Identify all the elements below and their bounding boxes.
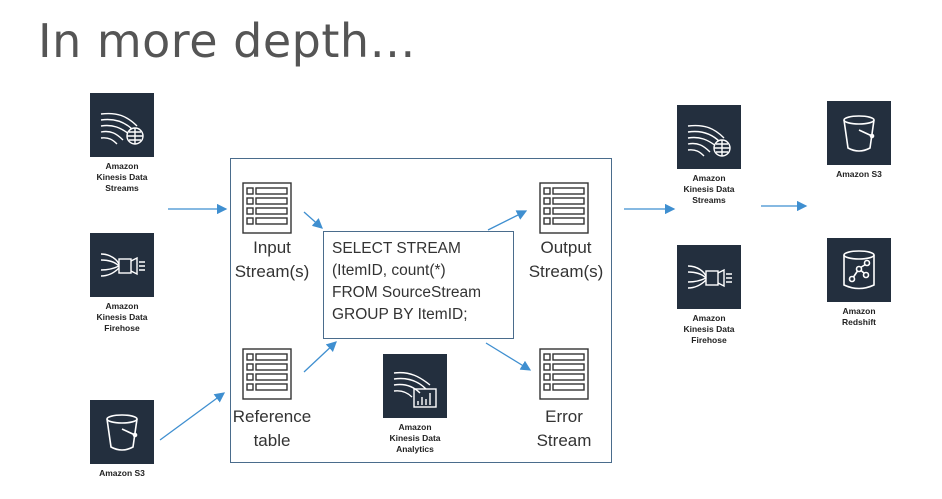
sink-caption-line: Amazon S3 [836, 169, 882, 179]
amazon-s3-icon [827, 101, 891, 165]
amazon-redshift-icon [827, 238, 891, 302]
kinesis-data-firehose-icon [677, 245, 741, 309]
destination-kinesis-firehose: Amazon Kinesis Data Firehose [659, 245, 759, 346]
output-stream-label: Output Stream(s) [516, 236, 616, 284]
sink-amazon-redshift: Amazon Redshift [809, 238, 909, 328]
source-kinesis-firehose: Amazon Kinesis Data Firehose [72, 233, 172, 334]
destination-caption-line: Amazon [692, 313, 726, 323]
reference-table-label-line: table [253, 431, 291, 450]
arrow-reference-to-sql [303, 341, 337, 373]
amazon-s3-icon [90, 400, 154, 464]
arrow-s3-to-reference [159, 392, 226, 441]
source-caption-line: Amazon [105, 161, 139, 171]
output-stream-label-line: Output [540, 238, 592, 257]
error-stream-label-line: Stream [536, 431, 592, 450]
sql-line: (ItemID, count(*) [332, 262, 446, 279]
input-stream-label: Input Stream(s) [222, 236, 322, 284]
kinesis-data-streams-icon [90, 93, 154, 157]
sink-amazon-s3: Amazon S3 [809, 101, 909, 180]
destination-caption-line: Streams [692, 195, 726, 205]
arrow-input-to-sql [303, 211, 323, 229]
input-stream-label-line: Stream(s) [234, 262, 310, 281]
sql-line: FROM SourceStream [332, 284, 482, 301]
source-caption-line: Amazon S3 [99, 468, 145, 478]
analytics-caption-line: Analytics [396, 444, 434, 454]
source-caption-line: Kinesis Data [96, 172, 148, 182]
kinesis-data-analytics: Amazon Kinesis Data Analytics [365, 354, 465, 455]
destination-caption-line: Kinesis Data [683, 324, 735, 334]
reference-table-label: Reference table [222, 405, 322, 453]
error-stream-label-line: Error [545, 407, 583, 426]
source-kinesis-streams: Amazon Kinesis Data Streams [72, 93, 172, 194]
destination-caption-line: Amazon [692, 173, 726, 183]
destination-caption-line: Firehose [691, 335, 727, 345]
input-stream-label-line: Input [253, 238, 291, 257]
error-stream-table-icon [539, 348, 589, 405]
kinesis-data-streams-icon [677, 105, 741, 169]
source-caption-line: Kinesis Data [96, 312, 148, 322]
page-title: In more depth… [38, 14, 417, 68]
source-amazon-s3: Amazon S3 [72, 400, 172, 479]
sql-line: SELECT STREAM [332, 240, 461, 257]
arrow-sql-to-output [487, 210, 528, 231]
reference-table-label-line: Reference [232, 407, 312, 426]
sql-query-box: SELECT STREAM (ItemID, count(*) FROM Sou… [323, 231, 514, 339]
input-stream-table-icon [242, 182, 292, 239]
arrow-sql-to-error [485, 342, 532, 371]
source-caption-line: Firehose [104, 323, 140, 333]
output-stream-table-icon [539, 182, 589, 239]
analytics-application-frame [230, 158, 612, 463]
sink-caption-line: Amazon [842, 306, 876, 316]
sql-line: GROUP BY ItemID; [332, 306, 468, 323]
output-stream-label-line: Stream(s) [528, 262, 604, 281]
source-caption-line: Amazon [105, 301, 139, 311]
kinesis-data-analytics-icon [383, 354, 447, 418]
reference-table-icon [242, 348, 292, 405]
sink-caption-line: Redshift [842, 317, 876, 327]
kinesis-data-firehose-icon [90, 233, 154, 297]
source-caption-line: Streams [105, 183, 139, 193]
destination-caption-line: Kinesis Data [683, 184, 735, 194]
destination-kinesis-streams: Amazon Kinesis Data Streams [659, 105, 759, 206]
analytics-caption-line: Kinesis Data [389, 433, 441, 443]
error-stream-label: Error Stream [514, 405, 614, 453]
analytics-caption-line: Amazon [398, 422, 432, 432]
